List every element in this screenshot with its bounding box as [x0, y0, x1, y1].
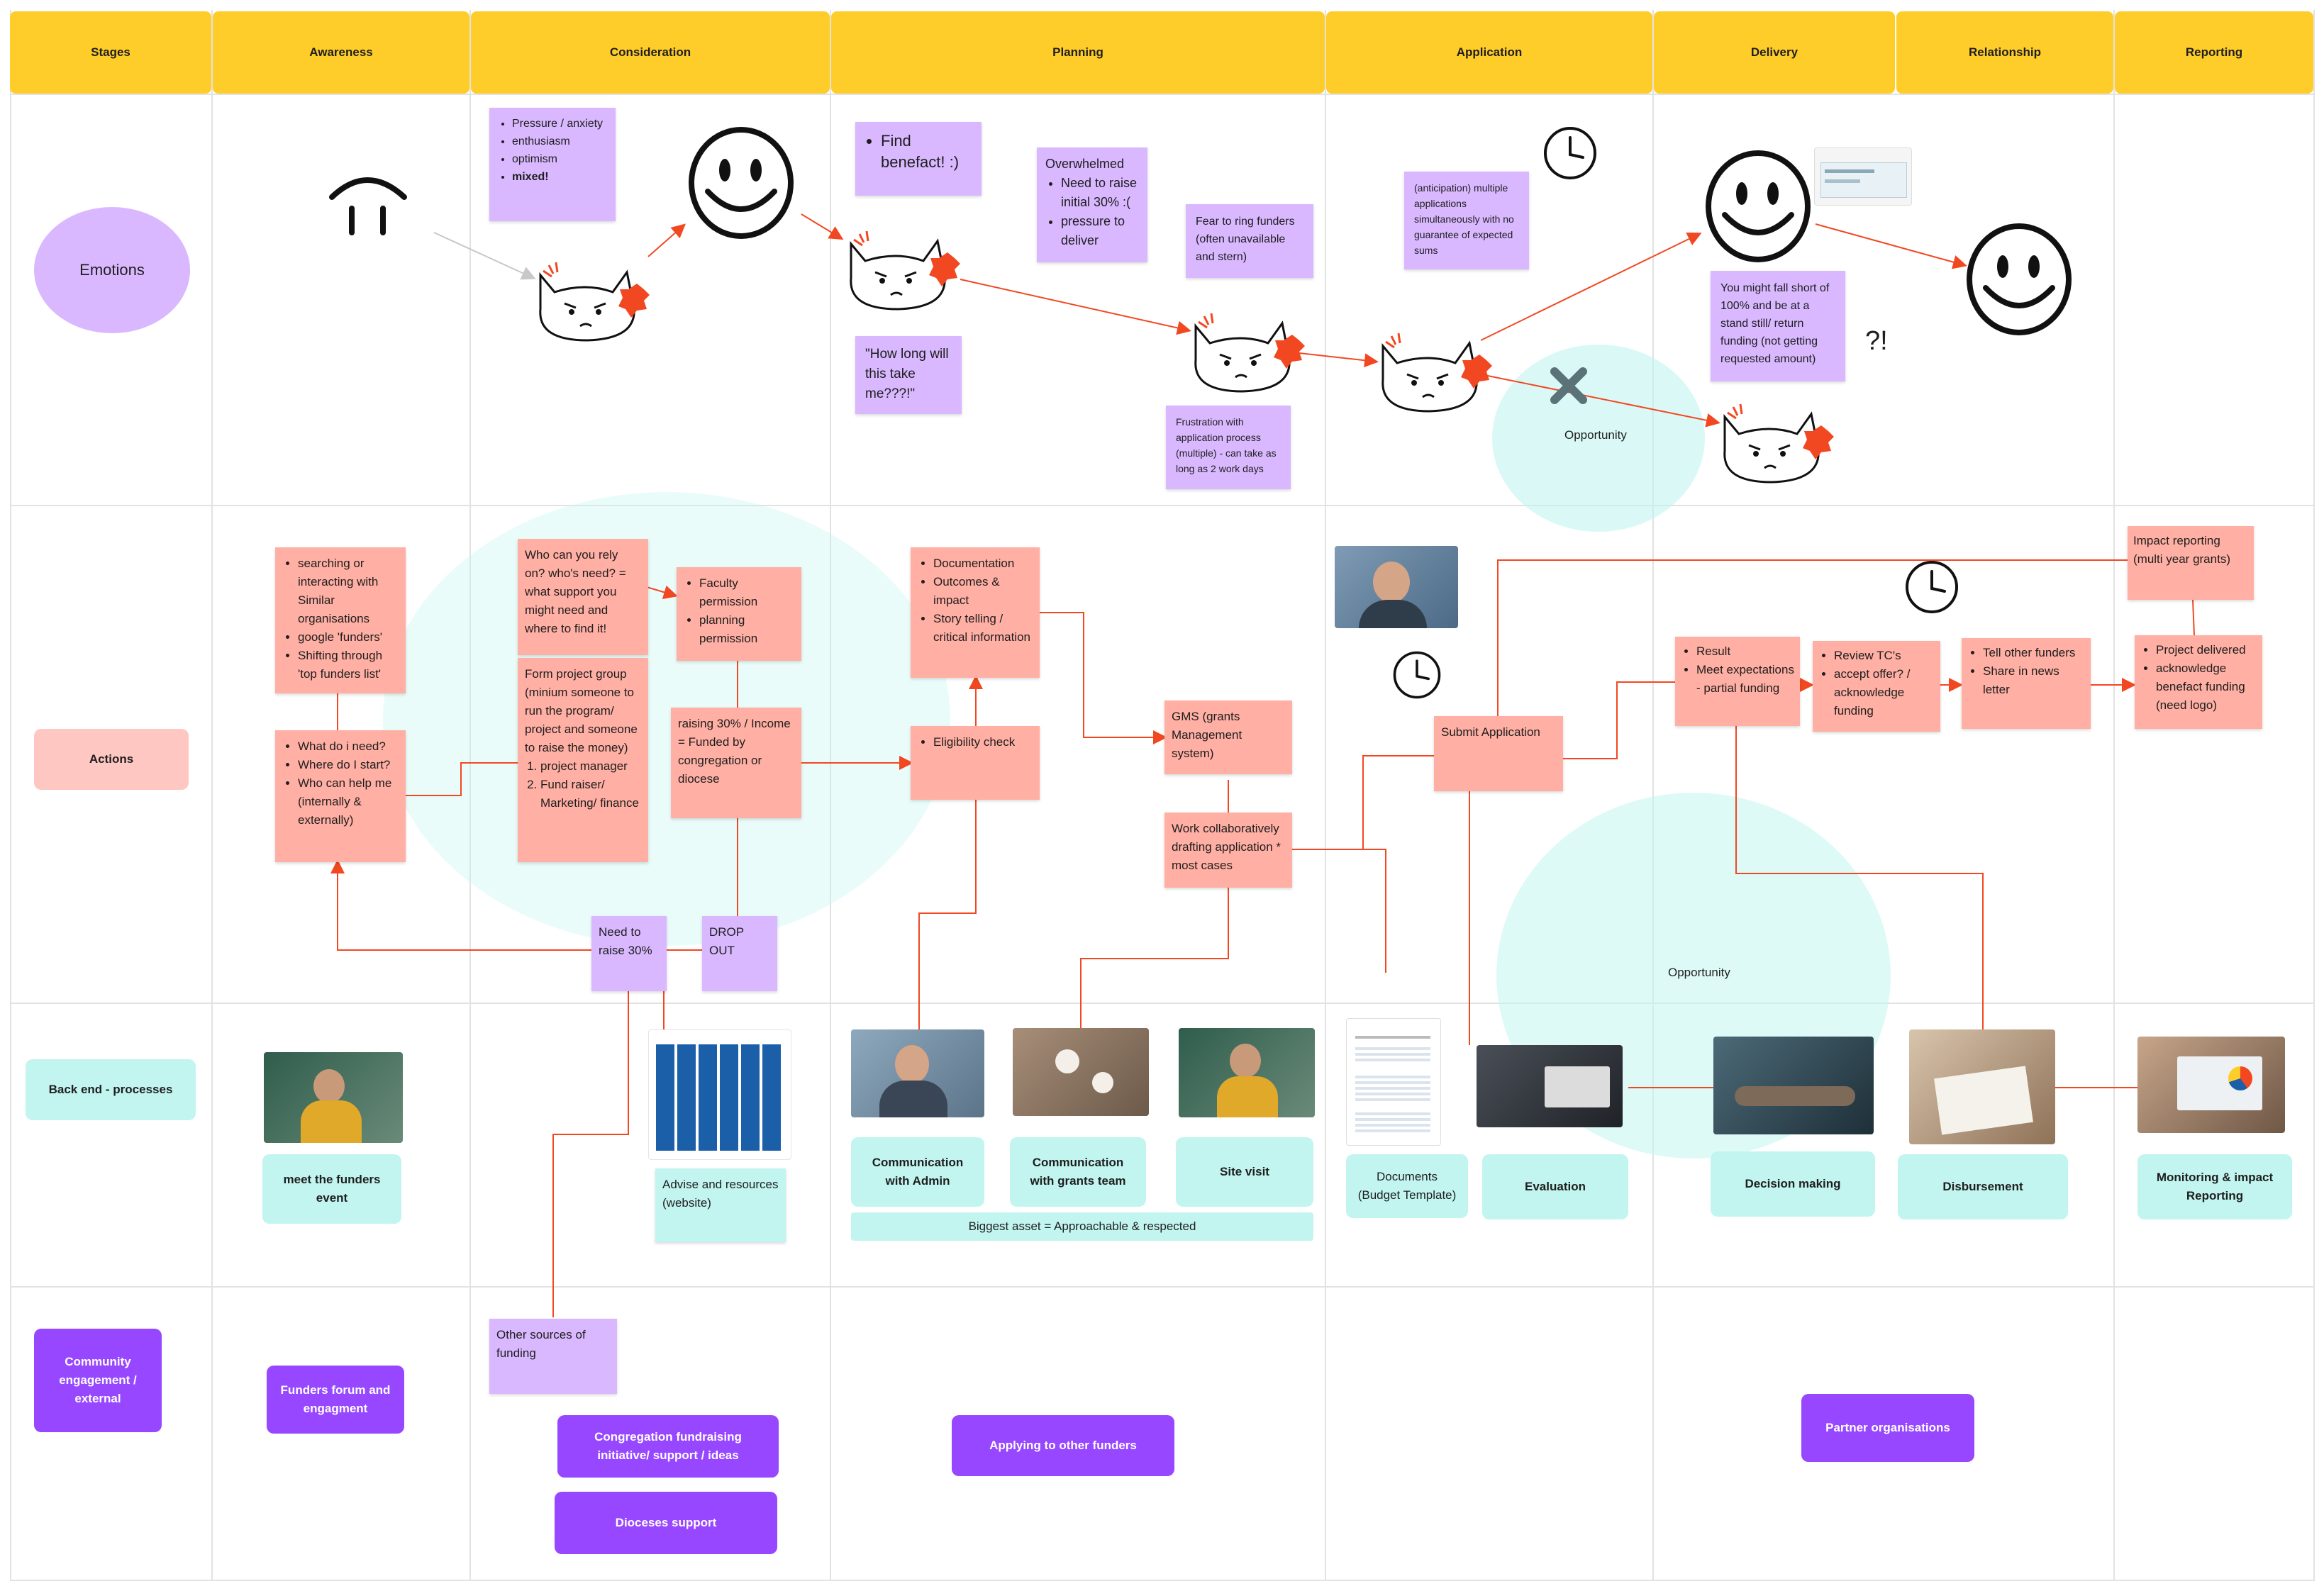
- stage-header: Relationship: [1896, 11, 2113, 94]
- action-note-tell: Tell other funders Share in news letter: [1962, 638, 2091, 729]
- community-funders-forum: Funders forum and engagment: [267, 1366, 404, 1434]
- col-divider: [2313, 10, 2315, 1581]
- site-visit-photo: [1179, 1028, 1315, 1117]
- col-divider: [2113, 10, 2115, 1581]
- action-note-searching: searching or interacting with Similar or…: [275, 547, 406, 693]
- row-divider: [10, 1003, 2315, 1004]
- admin-call-photo: [851, 1029, 984, 1117]
- clock-icon: [1393, 651, 1441, 699]
- smiley-face-icon: [689, 127, 794, 239]
- stage-header: Delivery: [1654, 11, 1895, 94]
- cross-icon: [1550, 367, 1587, 404]
- decision-meeting-photo: [1713, 1037, 1874, 1134]
- action-note-gms: GMS (grants Management system): [1164, 700, 1292, 774]
- backend-evaluation: Evaluation: [1482, 1154, 1628, 1219]
- website-resources-image: [648, 1029, 791, 1160]
- community-dioceses: Dioceses support: [555, 1492, 777, 1554]
- interrobang-mark: ?!: [1865, 326, 1888, 356]
- backend-meet-funders: meet the funders event: [262, 1154, 401, 1224]
- clock-icon: [1544, 127, 1596, 179]
- action-note-faculty: Faculty permission planning permission: [677, 567, 801, 661]
- emotion-note-consideration: Pressure / anxiety enthusiasm optimism m…: [489, 108, 616, 221]
- community-congregation: Congregation fundraising initiative/ sup…: [557, 1415, 779, 1478]
- ticket-image: [1814, 147, 1912, 206]
- action-note-form-group: Form project group (minium someone to ru…: [518, 658, 648, 862]
- action-note-who-rely: Who can you rely on? who's need? = what …: [518, 539, 648, 655]
- community-other-sources: Other sources of funding: [489, 1319, 617, 1394]
- stage-header: Reporting: [2115, 11, 2313, 94]
- action-note-what-do: What do i need? Where do I start? Who ca…: [275, 730, 406, 862]
- smiley-face-icon: [1967, 223, 2072, 335]
- backend-comm-admin: Communication with Admin: [851, 1137, 984, 1207]
- opportunity-label: Opportunity: [1668, 966, 1730, 979]
- action-note-impact: Impact reporting (multi year grants): [2128, 526, 2254, 600]
- action-note-review: Review TC's accept offer? / acknowledge …: [1813, 641, 1940, 732]
- backend-decision: Decision making: [1711, 1151, 1875, 1217]
- funders-event-photo: [264, 1052, 403, 1143]
- action-note-result: Result Meet expectations - partial fundi…: [1675, 637, 1800, 726]
- neutral-face-icon: [329, 177, 407, 235]
- backend-site-visit: Site visit: [1176, 1137, 1313, 1207]
- community-partner: Partner organisations: [1801, 1394, 1974, 1462]
- action-note-eligibility: Eligibility check: [911, 726, 1040, 800]
- community-applying: Applying to other funders: [952, 1415, 1174, 1476]
- backend-advise: Advise and resources (website): [655, 1168, 786, 1242]
- row-divider: [10, 94, 2315, 95]
- action-note-raising: raising 30% / Income = Funded by congreg…: [671, 708, 801, 818]
- evaluation-photo: [1477, 1045, 1623, 1127]
- budget-template-image: [1346, 1018, 1441, 1146]
- row-label-backend: Back end - processes: [26, 1059, 196, 1120]
- opportunity-area: [383, 492, 950, 946]
- emotion-note-anticipation: (anticipation) multiple applications sim…: [1404, 172, 1529, 269]
- angry-cat-icon: [539, 262, 650, 342]
- row-divider: [10, 1286, 2315, 1288]
- col-divider: [10, 10, 11, 1581]
- row-divider: [10, 1580, 2315, 1581]
- emotion-note-how-long: "How long will this take me???!": [855, 336, 962, 414]
- support-agent-photo: [1335, 546, 1458, 628]
- monitoring-photo: [2137, 1037, 2285, 1133]
- backend-documents: Documents (Budget Template): [1346, 1154, 1468, 1218]
- backend-asset: Biggest asset = Approachable & respected: [851, 1212, 1313, 1241]
- angry-cat-icon: [850, 230, 960, 311]
- backend-disbursement: Disbursement: [1898, 1154, 2068, 1219]
- emotion-note-find: Find benefact! :): [855, 122, 982, 196]
- action-note-work-collab: Work collaboratively drafting applicatio…: [1164, 813, 1292, 888]
- angry-cat-icon: [1194, 313, 1305, 393]
- stage-header: Planning: [831, 11, 1325, 94]
- smiley-face-icon: [1706, 150, 1811, 262]
- col-divider: [1325, 10, 1326, 1581]
- emotion-note-overwhelmed: Overwhelmed Need to raise initial 30% :(…: [1037, 147, 1147, 262]
- action-note-drop-out: DROP OUT: [702, 916, 777, 991]
- backend-monitoring: Monitoring & impact Reporting: [2137, 1154, 2292, 1219]
- stage-header: Application: [1326, 11, 1652, 94]
- row-divider: [10, 505, 2315, 506]
- action-note-need-raise: Need to raise 30%: [591, 916, 667, 991]
- row-label-actions: Actions: [34, 729, 189, 790]
- emotion-note-frustration: Frustration with application process (mu…: [1166, 406, 1291, 489]
- col-divider: [1652, 10, 1654, 1581]
- emotion-note-fear: Fear to ring funders (often unavailable …: [1186, 204, 1313, 278]
- action-note-submit: Submit Application: [1434, 716, 1563, 791]
- stage-header: Stages: [10, 11, 211, 94]
- coffee-meeting-photo: [1013, 1028, 1149, 1116]
- stage-header: Consideration: [471, 11, 830, 94]
- emotion-note-fall-short: You might fall short of 100% and be at a…: [1711, 271, 1845, 381]
- action-note-documentation: Documentation Outcomes & impact Story te…: [911, 547, 1040, 678]
- disbursement-photo: [1909, 1029, 2055, 1144]
- angry-cat-icon: [1723, 403, 1834, 484]
- opportunity-label: Opportunity: [1564, 428, 1627, 442]
- col-divider: [211, 10, 213, 1581]
- clock-icon: [1906, 561, 1958, 613]
- angry-cat-icon: [1381, 333, 1492, 413]
- row-label-emotions: Emotions: [34, 207, 190, 333]
- col-divider: [830, 10, 831, 1581]
- row-label-community: Community engagement / external: [34, 1329, 162, 1432]
- stage-header: Awareness: [213, 11, 469, 94]
- action-note-project-delivered: Project delivered acknowledge benefact f…: [2135, 635, 2262, 729]
- backend-comm-grants: Communication with grants team: [1010, 1137, 1146, 1207]
